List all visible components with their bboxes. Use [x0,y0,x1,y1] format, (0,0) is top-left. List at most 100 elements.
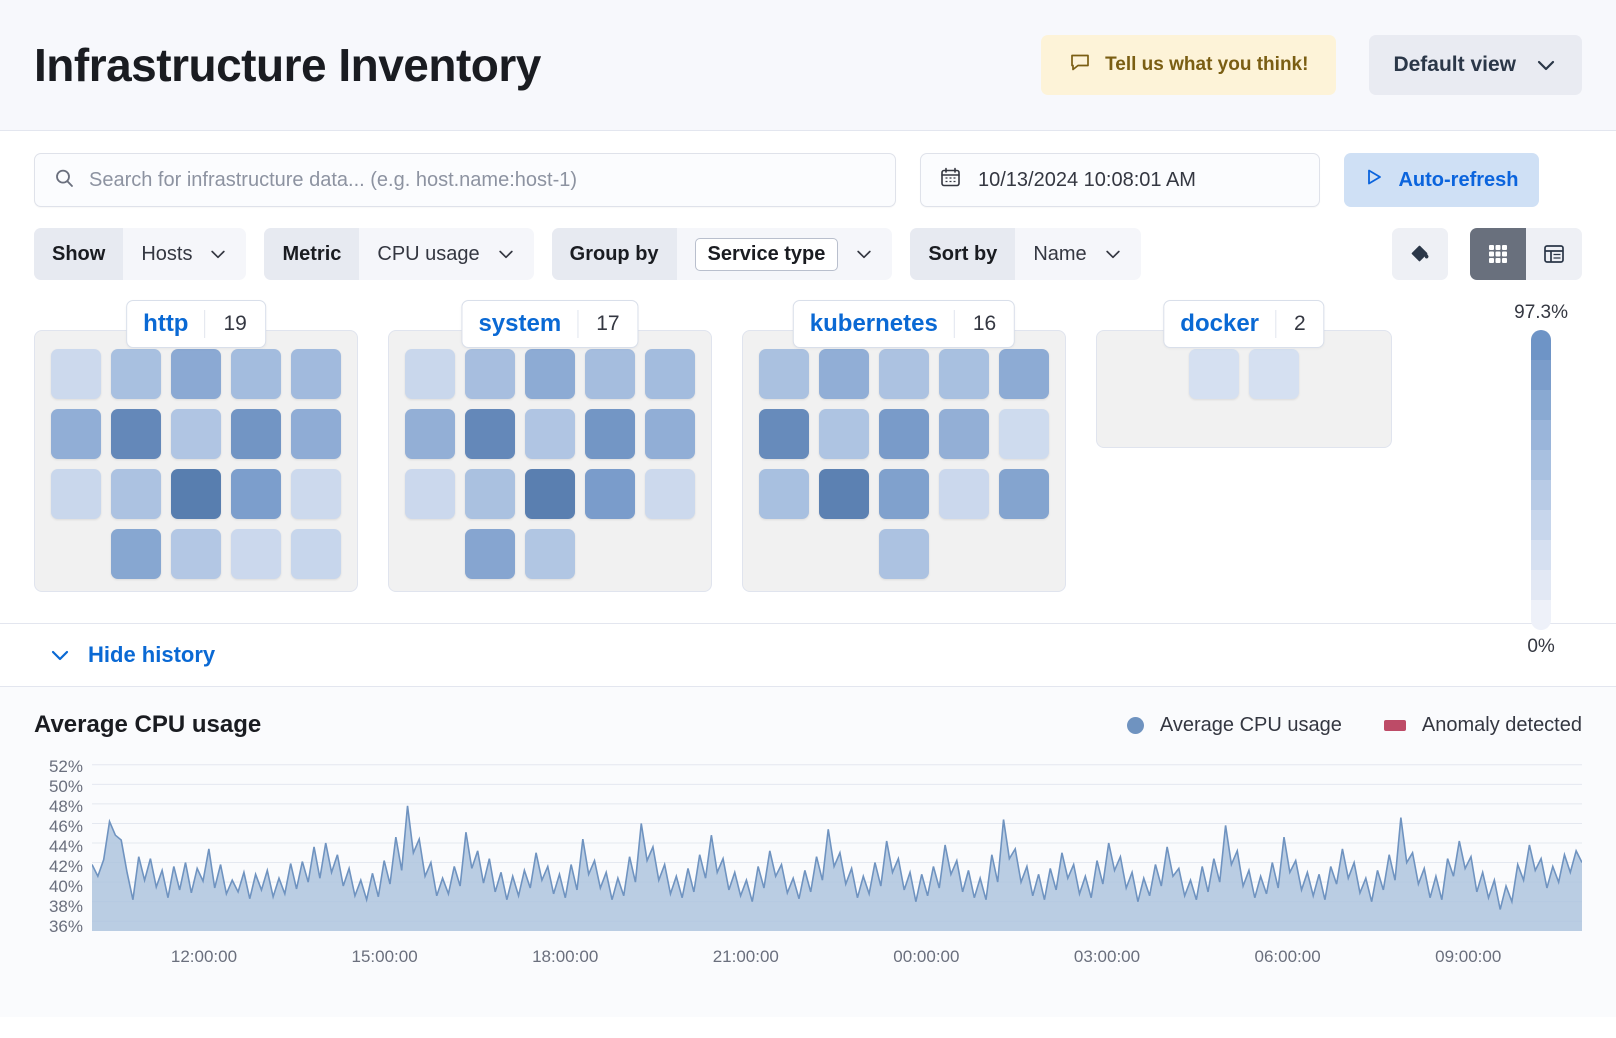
waffle-cell[interactable] [405,469,455,519]
filter-show-value-wrap[interactable]: Hosts [123,228,246,280]
waffle-cell[interactable] [171,409,221,459]
waffle-cell[interactable] [231,529,281,579]
waffle-cell[interactable] [645,469,695,519]
waffle-cell[interactable] [525,349,575,399]
auto-refresh-button[interactable]: Auto-refresh [1344,153,1539,207]
waffle-cell[interactable] [465,349,515,399]
waffle-cell[interactable] [879,529,929,579]
waffle-cell[interactable] [819,349,869,399]
waffle-cell[interactable] [51,349,101,399]
waffle-cell[interactable] [525,409,575,459]
waffle-cell[interactable] [645,349,695,399]
grid-view-icon[interactable] [1470,228,1526,280]
filter-group-by-value-wrap[interactable]: Service type [677,228,893,280]
waffle-cell[interactable] [525,469,575,519]
waffle-cell[interactable] [291,349,341,399]
waffle-cell[interactable] [999,349,1049,399]
waffle-cell[interactable] [999,409,1049,459]
chart-area-fill [92,805,1582,931]
filter-metric-value: CPU usage [377,242,480,265]
x-tick-label: 21:00:00 [712,947,779,966]
date-value: 10/13/2024 10:08:01 AM [978,168,1196,191]
waffle-cell[interactable] [51,469,101,519]
waffle-cell[interactable] [171,349,221,399]
waffle-cell[interactable] [291,469,341,519]
legend-segment [1531,570,1552,600]
x-tick-label: 03:00:00 [1073,947,1141,966]
waffle-cell[interactable] [939,349,989,399]
waffle-cell[interactable] [759,409,809,459]
waffle-cell[interactable] [585,409,635,459]
waffle-cell[interactable] [111,469,161,519]
waffle-cell[interactable] [759,349,809,399]
feedback-button[interactable]: Tell us what you think! [1041,35,1337,95]
waffle-cell[interactable] [465,529,515,579]
table-view-icon[interactable] [1526,228,1582,280]
waffle-cell[interactable] [939,469,989,519]
waffle-cell[interactable] [465,409,515,459]
default-view-button[interactable]: Default view [1369,35,1582,95]
waffle-cell[interactable] [1189,349,1239,399]
legend-segment [1531,330,1552,360]
date-picker[interactable]: 10/13/2024 10:08:01 AM [920,153,1320,207]
waffle-cell[interactable] [405,409,455,459]
chart-plot-area[interactable] [92,755,1582,931]
group-count: 19 [204,310,264,338]
waffle-grid [759,349,1049,579]
legend-segment [1531,540,1552,570]
waffle-cell[interactable] [231,409,281,459]
waffle-cell[interactable] [231,349,281,399]
waffle-cell[interactable] [879,409,929,459]
search-placeholder: Search for infrastructure data... (e.g. … [89,168,578,191]
hide-history-button[interactable]: Hide history [48,642,215,668]
hide-history-label: Hide history [88,642,216,667]
auto-refresh-label: Auto-refresh [1398,168,1519,191]
waffle-cell[interactable] [819,409,869,459]
filter-group-by[interactable]: Group by Service type [551,228,893,280]
waffle-cell[interactable] [111,529,161,579]
waffle-cell[interactable] [939,409,989,459]
waffle-cell[interactable] [465,469,515,519]
waffle-cell[interactable] [111,409,161,459]
waffle-cell[interactable] [879,349,929,399]
waffle-cell[interactable] [291,409,341,459]
waffle-cell[interactable] [645,409,695,459]
paint-bucket-icon[interactable] [1392,228,1448,280]
waffle-cell[interactable] [819,469,869,519]
waffle-cell[interactable] [1249,349,1299,399]
filter-group-by-token[interactable]: Service type [694,237,839,271]
waffle-cell[interactable] [51,409,101,459]
waffle-cell[interactable] [585,469,635,519]
filter-sort-by-value-wrap[interactable]: Name [1015,228,1140,280]
search-input[interactable]: Search for infrastructure data... (e.g. … [34,153,896,207]
filter-show[interactable]: Show Hosts [34,228,247,280]
filter-metric-value-wrap[interactable]: CPU usage [359,228,533,280]
waffle-cell[interactable] [759,469,809,519]
group-name: kubernetes [809,310,938,337]
legend-item-anomaly-detected[interactable]: Anomaly detected [1383,714,1582,737]
legend-segment [1531,480,1552,510]
waffle-cell[interactable] [999,469,1049,519]
waffle-cell[interactable] [171,469,221,519]
y-tick-label: 44% [48,837,83,856]
waffle-cell[interactable] [525,529,575,579]
waffle-cell[interactable] [585,349,635,399]
filter-metric[interactable]: Metric CPU usage [264,228,534,280]
waffle-grid [51,349,341,579]
waffle-row [405,469,695,519]
waffle-cell[interactable] [231,469,281,519]
waffle-cell[interactable] [405,349,455,399]
waffle-cell[interactable] [111,349,161,399]
waffle-cell[interactable] [879,469,929,519]
legend-item-average-cpu-usage[interactable]: Average CPU usage [1126,714,1342,737]
chevron-down-icon [854,244,874,264]
chart-body: 52%50%48%46%44%42%40%38%36% [34,755,1582,936]
waffle-cell[interactable] [171,529,221,579]
filter-sort-by[interactable]: Sort by Name [910,228,1141,280]
waffle-cell[interactable] [291,529,341,579]
